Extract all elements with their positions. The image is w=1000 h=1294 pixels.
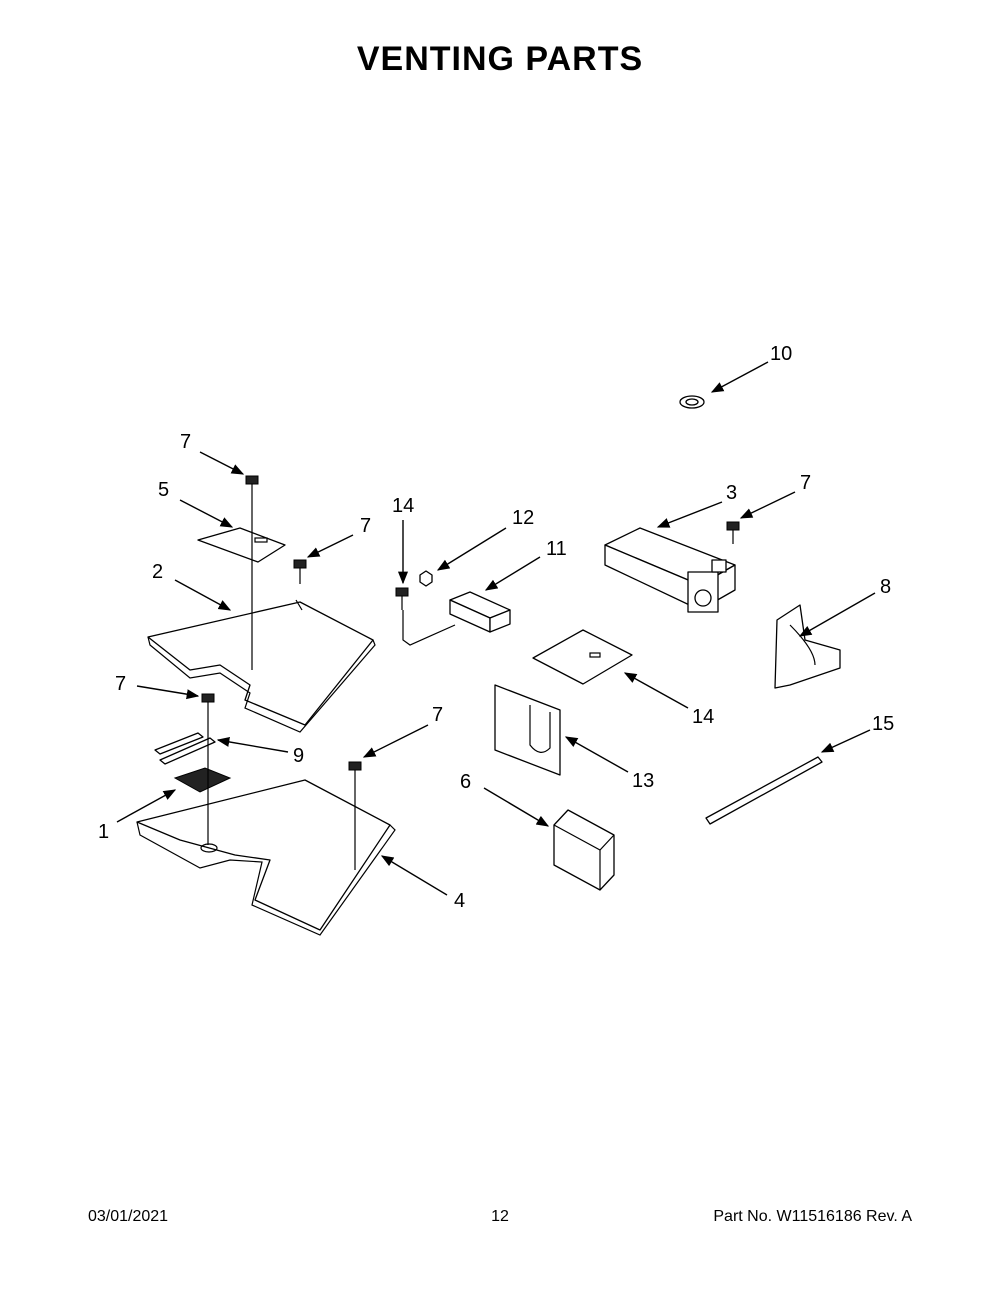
part-8-bracket: [774, 604, 841, 689]
part-7-screws: [201, 475, 740, 786]
part-10-gasket: [679, 395, 705, 409]
leader-lines: [116, 361, 876, 896]
screw-icon: [245, 475, 259, 500]
callout-3: 3: [726, 482, 737, 504]
part-11-terminal-block: [449, 591, 511, 633]
callout-2: 2: [152, 561, 163, 583]
callout-15: 15: [872, 713, 894, 735]
callout-8: 8: [880, 576, 891, 598]
callout-7: 7: [180, 431, 191, 453]
part-1-vent-cover: [173, 767, 232, 793]
callout-14: 14: [692, 706, 714, 728]
callout-7: 7: [432, 704, 443, 726]
part-4-bottom-panel: [136, 779, 396, 936]
callout-9: 9: [293, 745, 304, 767]
part-9-strips: [154, 732, 216, 765]
screw-icon: [293, 559, 307, 584]
callout-6: 6: [460, 771, 471, 793]
callout-labels: 10 7 5 7 2 14 12 11 3 7 8 14 7 9 7 13 15…: [98, 343, 894, 912]
callout-7: 7: [115, 673, 126, 695]
callout-14: 14: [392, 495, 414, 517]
part-6-box: [553, 809, 615, 891]
part-15-rod: [705, 756, 823, 825]
callout-13: 13: [632, 770, 654, 792]
callout-1: 1: [98, 821, 109, 843]
part-3-vent-assembly: [604, 527, 736, 613]
callout-7: 7: [360, 515, 371, 537]
callout-5: 5: [158, 479, 169, 501]
footer-part-number: Part No. W11516186 Rev. A: [713, 1208, 912, 1225]
part-13-heat-shield: [494, 684, 561, 776]
part-12-nut: [419, 570, 433, 587]
callout-12: 12: [512, 507, 534, 529]
part-14-insulation: [532, 629, 633, 685]
callout-7: 7: [800, 472, 811, 494]
part-14-ground-wire: [402, 610, 456, 646]
screw-icon: [348, 761, 362, 786]
screw-icon: [395, 587, 409, 610]
footer-page-number: 12: [491, 1208, 509, 1225]
screw-icon: [201, 693, 215, 718]
page-title: VENTING PARTS: [356, 40, 644, 78]
part-2-panel: [147, 599, 376, 733]
callout-11: 11: [546, 538, 567, 560]
assembly-lines: [207, 500, 356, 870]
part-5-plate: [197, 527, 286, 563]
screw-icon: [726, 521, 740, 544]
callout-10: 10: [770, 343, 792, 365]
footer-date: 03/01/2021: [88, 1208, 169, 1225]
callout-4: 4: [454, 890, 465, 912]
